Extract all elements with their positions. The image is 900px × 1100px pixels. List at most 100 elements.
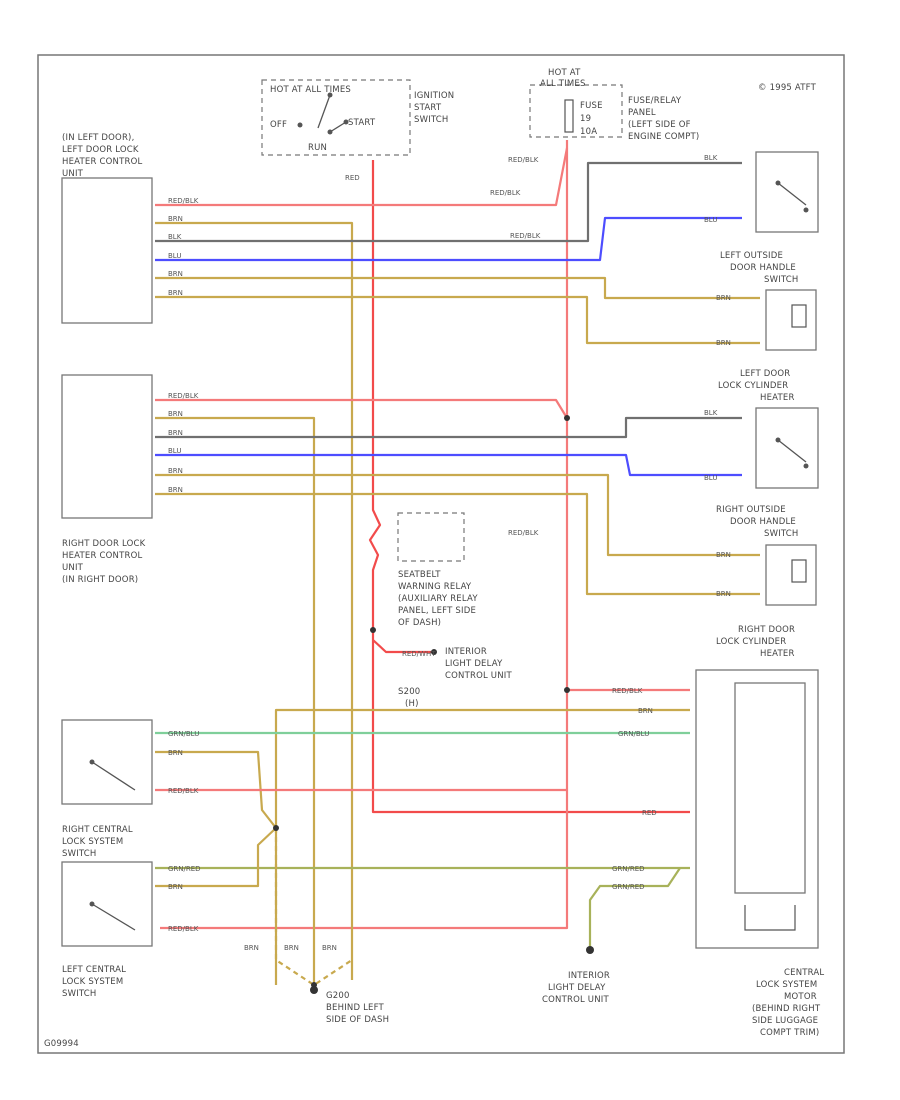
svg-text:SWITCH: SWITCH — [62, 989, 97, 999]
svg-text:LOCK SYSTEM: LOCK SYSTEM — [756, 980, 817, 990]
svg-text:RED/BLK: RED/BLK — [508, 529, 539, 537]
svg-text:HOT AT ALL TIMES: HOT AT ALL TIMES — [270, 85, 351, 95]
svg-text:RED/BLK: RED/BLK — [510, 232, 541, 240]
svg-text:BRN: BRN — [322, 944, 337, 952]
wire-left-cu-brn-1 — [155, 221, 354, 980]
svg-text:BRN: BRN — [168, 410, 183, 418]
svg-text:HOT AT: HOT AT — [548, 68, 581, 78]
svg-text:FUSE: FUSE — [580, 101, 603, 111]
svg-text:LIGHT DELAY: LIGHT DELAY — [445, 659, 503, 669]
svg-text:SWITCH: SWITCH — [414, 115, 449, 125]
svg-text:BLU: BLU — [704, 474, 717, 482]
left-central-lock-system-switch: LEFT CENTRAL LOCK SYSTEM SWITCH — [61, 861, 153, 999]
svg-text:RED: RED — [642, 809, 657, 817]
svg-text:LOCK CYLINDER: LOCK CYLINDER — [718, 381, 788, 391]
wire-right-cu-blk — [155, 416, 742, 439]
svg-text:GRN/BLU: GRN/BLU — [618, 730, 649, 738]
svg-text:BRN: BRN — [716, 551, 731, 559]
svg-text:UNIT: UNIT — [62, 169, 84, 179]
wire-labels: RED/BLK BRN BLK BLU BRN BRN RED/BLK BRN … — [168, 154, 731, 952]
svg-text:BLU: BLU — [704, 216, 717, 224]
svg-text:BRN: BRN — [168, 270, 183, 278]
svg-text:(IN LEFT DOOR),: (IN LEFT DOOR), — [62, 133, 134, 143]
wire-group — [155, 140, 760, 987]
svg-text:BRN: BRN — [168, 429, 183, 437]
svg-text:IGNITION: IGNITION — [414, 91, 454, 101]
svg-text:BRN: BRN — [244, 944, 259, 952]
svg-text:GRN/RED: GRN/RED — [612, 883, 645, 891]
svg-text:DOOR HANDLE: DOOR HANDLE — [730, 517, 796, 527]
wire-left-cu-brn-2 — [155, 276, 760, 300]
svg-text:BRN: BRN — [168, 215, 183, 223]
svg-text:ENGINE COMPT): ENGINE COMPT) — [628, 132, 699, 142]
svg-text:BLU: BLU — [168, 252, 181, 260]
splice-dots — [273, 415, 594, 988]
svg-text:BRN: BRN — [638, 707, 653, 715]
svg-text:START: START — [414, 103, 442, 113]
wire-right-cu-brn-1 — [155, 416, 316, 985]
svg-text:BRN: BRN — [716, 294, 731, 302]
svg-text:UNIT: UNIT — [62, 563, 84, 573]
wire-right-cu-red-blk — [155, 398, 568, 419]
svg-text:RED/WHT: RED/WHT — [402, 650, 436, 658]
svg-text:BRN: BRN — [168, 289, 183, 297]
svg-text:BLK: BLK — [704, 409, 718, 417]
svg-text:CENTRAL: CENTRAL — [784, 968, 824, 978]
svg-text:WARNING RELAY: WARNING RELAY — [398, 582, 472, 592]
interior-light-delay-unit-mid: INTERIOR LIGHT DELAY CONTROL UNIT S200 (… — [398, 647, 512, 709]
svg-text:19: 19 — [580, 114, 591, 124]
left-outside-door-handle-switch: LEFT DOOR LOCK CYLINDER HEATER — [718, 289, 817, 403]
wire-rcl-brn — [155, 750, 277, 829]
svg-text:LEFT CENTRAL: LEFT CENTRAL — [62, 965, 126, 975]
wire-left-cu-red-blk — [155, 147, 569, 207]
svg-text:RED: RED — [345, 174, 360, 182]
svg-text:COMPT TRIM): COMPT TRIM) — [760, 1028, 819, 1038]
right-outside-door-handle-switch: RIGHT DOOR LOCK CYLINDER HEATER — [716, 544, 817, 659]
svg-text:10A: 10A — [580, 127, 597, 137]
svg-text:ALL TIMES: ALL TIMES — [540, 79, 586, 89]
svg-text:BRN: BRN — [168, 749, 183, 757]
svg-text:S200: S200 — [398, 687, 420, 697]
svg-text:SWITCH: SWITCH — [764, 529, 799, 539]
wire-red-blk-fuse — [160, 140, 569, 930]
svg-text:RIGHT DOOR: RIGHT DOOR — [738, 625, 795, 635]
seatbelt-warning-relay: SEATBELT WARNING RELAY (AUXILIARY RELAY … — [397, 512, 478, 628]
svg-text:GRN/RED: GRN/RED — [168, 865, 201, 873]
svg-text:SIDE OF DASH: SIDE OF DASH — [326, 1015, 389, 1025]
right-door-lock-heater-control-unit: RIGHT DOOR LOCK HEATER CONTROL UNIT (IN … — [61, 374, 153, 585]
svg-text:HEATER: HEATER — [760, 393, 795, 403]
wire-right-cu-brn-2 — [155, 473, 760, 557]
svg-text:RIGHT OUTSIDE: RIGHT OUTSIDE — [716, 505, 786, 515]
central-lock-system-motor: CENTRAL LOCK SYSTEM MOTOR (BEHIND RIGHT … — [695, 669, 824, 1038]
svg-text:BLK: BLK — [704, 154, 718, 162]
svg-text:DOOR HANDLE: DOOR HANDLE — [730, 263, 796, 273]
interior-light-delay-unit-bottom: INTERIOR LIGHT DELAY CONTROL UNIT — [542, 971, 610, 1005]
right-central-lock-system-switch: RIGHT CENTRAL LOCK SYSTEM SWITCH — [61, 719, 153, 859]
svg-text:HEATER CONTROL: HEATER CONTROL — [62, 157, 142, 167]
fuse-relay-panel: HOT AT ALL TIMES FUSE 19 10A FUSE/RELAY … — [529, 68, 699, 142]
wire-ground-dash — [274, 828, 353, 987]
svg-text:BRN: BRN — [168, 883, 183, 891]
svg-text:RIGHT CENTRAL: RIGHT CENTRAL — [62, 825, 133, 835]
svg-text:GRN/RED: GRN/RED — [612, 865, 645, 873]
svg-text:BLU: BLU — [168, 447, 181, 455]
wire-red-main — [368, 160, 690, 814]
svg-text:RIGHT DOOR LOCK: RIGHT DOOR LOCK — [62, 539, 146, 549]
svg-text:PANEL: PANEL — [628, 108, 656, 118]
wire-left-cu-blk — [155, 161, 742, 243]
diagram-frame — [37, 54, 845, 1054]
svg-text:RED/BLK: RED/BLK — [490, 189, 521, 197]
footer-code: G09994 — [44, 1039, 79, 1049]
svg-text:RED/BLK: RED/BLK — [168, 197, 199, 205]
svg-text:BRN: BRN — [716, 590, 731, 598]
svg-text:(BEHIND RIGHT: (BEHIND RIGHT — [752, 1004, 821, 1014]
svg-text:SWITCH: SWITCH — [764, 275, 799, 285]
svg-text:HEATER CONTROL: HEATER CONTROL — [62, 551, 142, 561]
left-door-lock-heater-control-unit: (IN LEFT DOOR), LEFT DOOR LOCK HEATER CO… — [61, 133, 153, 324]
svg-text:RED/BLK: RED/BLK — [168, 925, 199, 933]
wire-right-cu-brn-3 — [155, 492, 760, 596]
svg-text:CONTROL UNIT: CONTROL UNIT — [445, 671, 512, 681]
svg-text:SEATBELT: SEATBELT — [398, 570, 441, 580]
svg-text:G200: G200 — [326, 991, 350, 1001]
svg-text:BLK: BLK — [168, 233, 182, 241]
